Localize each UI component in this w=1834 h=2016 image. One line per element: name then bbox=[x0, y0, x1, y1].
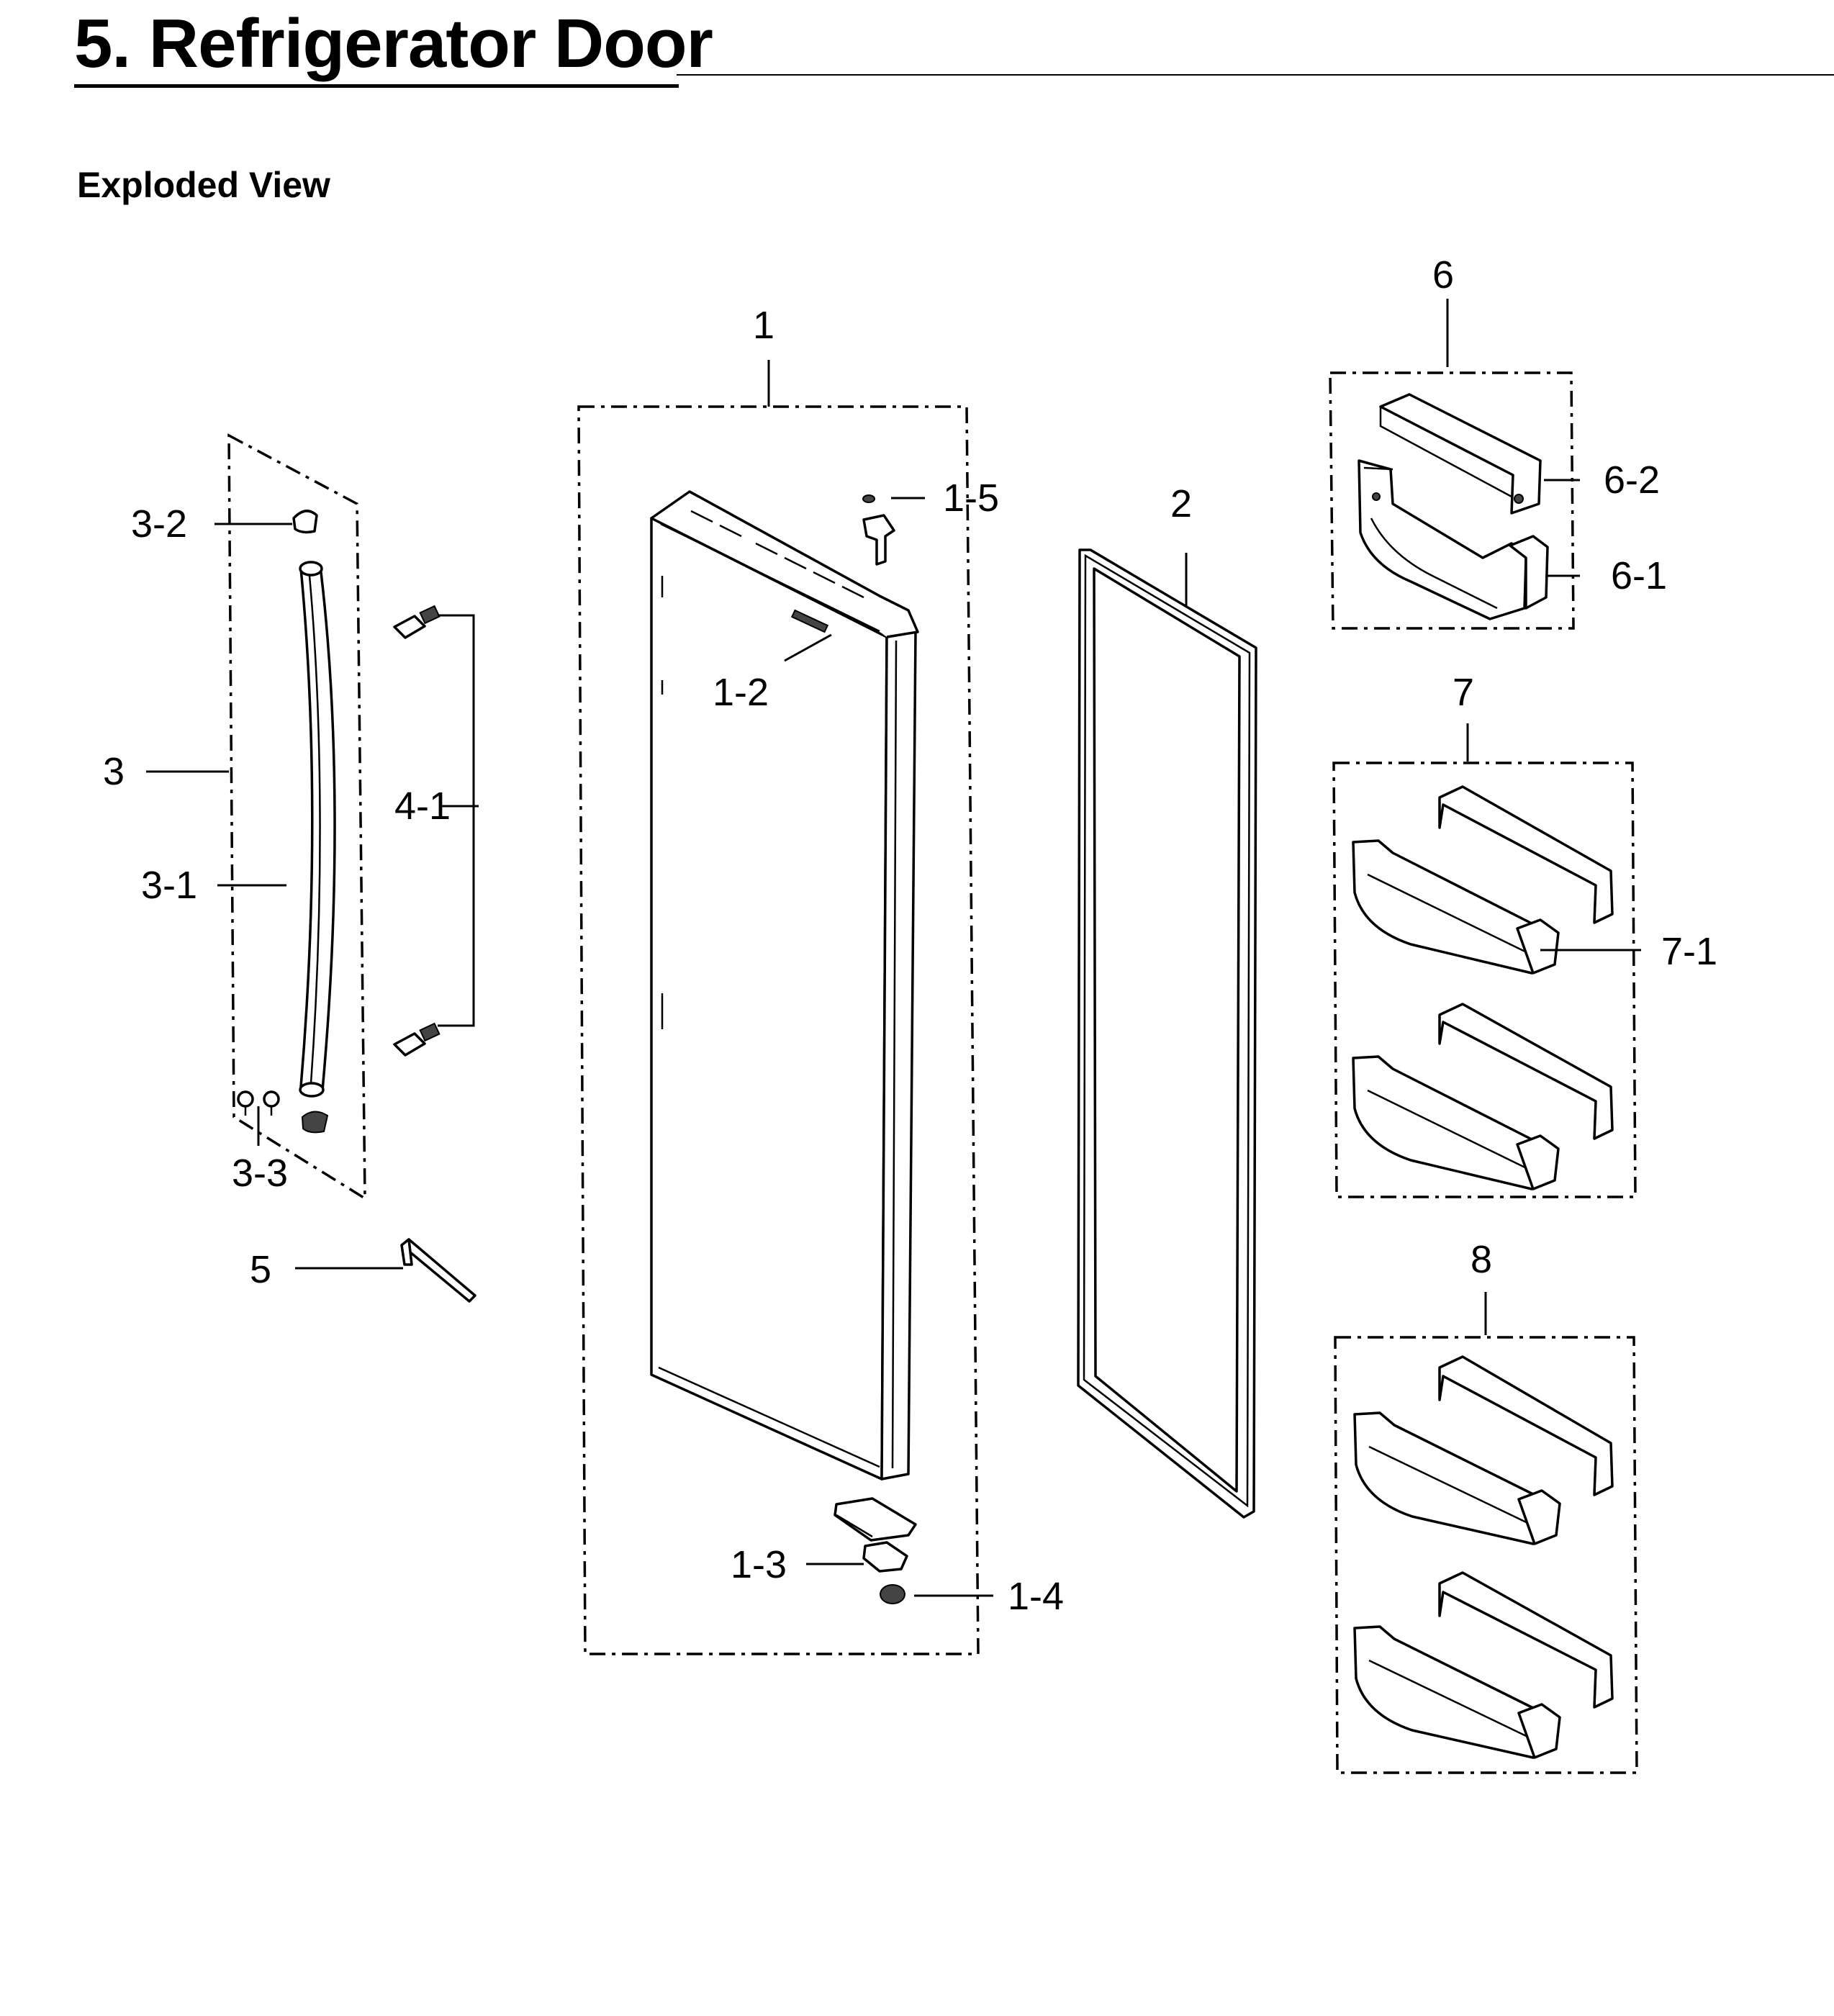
guard-7-boundary bbox=[1332, 761, 1637, 1198]
handle-cap-top-part bbox=[292, 510, 318, 534]
door-panel-part bbox=[650, 490, 919, 1481]
door-gasket-part bbox=[1077, 548, 1257, 1519]
mount-screw-bottom-part bbox=[393, 1022, 441, 1057]
mount-screw-top-part bbox=[393, 605, 441, 639]
page-title: 5. Refrigerator Door bbox=[74, 5, 713, 82]
handle-mount-screws-group bbox=[393, 605, 479, 1057]
callout-6-1: 6-1 bbox=[1611, 554, 1667, 597]
callout-1-3: 1-3 bbox=[731, 1543, 787, 1586]
handle-group-boundary bbox=[227, 433, 366, 1201]
guard-6-boundary bbox=[1329, 371, 1575, 630]
callout-4-1: 4-1 bbox=[394, 785, 451, 828]
callout-8: 8 bbox=[1471, 1238, 1492, 1281]
allen-key-part bbox=[295, 1238, 476, 1303]
leader-4-1-bracket bbox=[438, 614, 475, 1027]
callout-1-5: 1-5 bbox=[943, 476, 999, 520]
leader-1-2 bbox=[784, 633, 832, 662]
guard-6-group bbox=[1329, 299, 1580, 630]
door-hinge-cap-part bbox=[862, 494, 925, 566]
section-heading: Exploded View bbox=[77, 165, 330, 205]
guard-8-lower-part bbox=[1353, 1571, 1614, 1759]
callout-5: 5 bbox=[250, 1248, 271, 1291]
page-header: 5. Refrigerator Door bbox=[0, 0, 1834, 94]
handle-cap-bottom-part bbox=[301, 1111, 329, 1134]
door-assembly-group bbox=[577, 360, 993, 1655]
handle-screws-part bbox=[237, 1090, 280, 1116]
door-handle-part bbox=[299, 561, 336, 1098]
guard-8-upper-part bbox=[1353, 1355, 1614, 1545]
callout-1: 1 bbox=[753, 304, 774, 347]
title-underline bbox=[74, 84, 679, 88]
callout-1-2: 1-2 bbox=[713, 671, 769, 714]
guard-7-upper-part bbox=[1352, 785, 1614, 975]
door-bottom-hinge-part bbox=[806, 1497, 917, 1573]
door-group-boundary bbox=[577, 405, 980, 1655]
guard-8-boundary bbox=[1334, 1336, 1638, 1774]
title-rule bbox=[677, 74, 1834, 76]
callout-3-3: 3-3 bbox=[232, 1152, 288, 1195]
guard-7-group bbox=[1332, 723, 1641, 1198]
callout-6-2: 6-2 bbox=[1604, 458, 1660, 502]
callout-1-4: 1-4 bbox=[1008, 1575, 1064, 1618]
callout-3-1: 3-1 bbox=[141, 864, 197, 907]
callout-7: 7 bbox=[1453, 671, 1474, 714]
callout-6: 6 bbox=[1432, 253, 1454, 297]
guard-6-2-part bbox=[1379, 393, 1542, 515]
callout-3: 3 bbox=[103, 750, 125, 793]
guard-6-1-part bbox=[1358, 459, 1549, 620]
callout-3-2: 3-2 bbox=[131, 502, 187, 546]
callout-7-1: 7-1 bbox=[1661, 930, 1717, 973]
door-hinge-washer-part bbox=[880, 1584, 993, 1604]
callout-2: 2 bbox=[1170, 482, 1192, 525]
door-top-vents bbox=[690, 510, 864, 599]
guard-7-lower-part bbox=[1352, 1003, 1614, 1190]
handle-assembly-group bbox=[146, 433, 366, 1201]
guard-8-group bbox=[1334, 1292, 1638, 1774]
